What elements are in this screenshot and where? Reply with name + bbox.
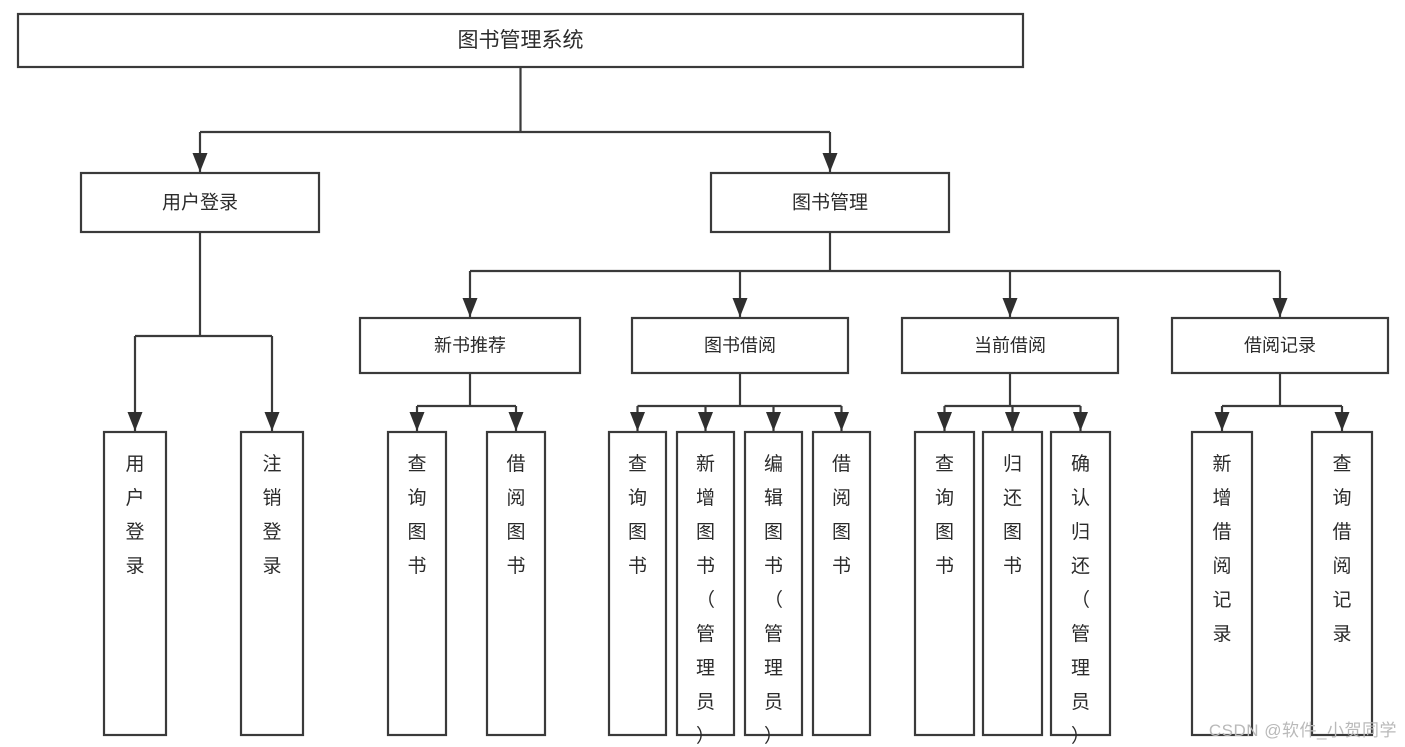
node-new-book-recommend[interactable]: 新书推荐 [358,316,582,375]
arrow-head-icon [822,153,838,172]
node-box-edit-book-admin [743,430,804,737]
node-label-add-borrow-record: 新增借阅记录 [1212,453,1231,645]
arrow-head-icon [462,298,478,317]
node-borrow-records[interactable]: 借阅记录 [1170,316,1390,375]
node-query-borrow-record[interactable]: 查询借阅记录 [1310,430,1374,737]
arrow-head-icon [698,412,713,431]
node-borrow-book-1[interactable]: 借阅图书 [485,430,547,737]
node-label-confirm-return-admin: 确认归还（管理员） [1071,453,1090,747]
node-query-book-1[interactable]: 查询图书 [386,430,448,737]
node-box-book-borrow [630,316,850,375]
node-box-return-book [981,430,1044,737]
node-current-borrow[interactable]: 当前借阅 [900,316,1120,375]
node-label-edit-book-admin: 编辑图书（管理员） [764,453,783,747]
arrow-head-icon [264,412,280,431]
node-label-book-manage: 图书管理 [792,192,868,214]
node-label-query-borrow-record: 查询借阅记录 [1332,453,1351,645]
node-box-user-logout [239,430,305,737]
node-user-login[interactable]: 用户登录 [79,171,321,234]
arrow-head-icon [766,412,781,431]
node-box-current-borrow [900,316,1120,375]
node-book-borrow[interactable]: 图书借阅 [630,316,850,375]
node-label-user-logout: 注销登录 [262,453,281,577]
node-box-book-manage [709,171,951,234]
node-box-add-borrow-record [1190,430,1254,737]
arrow-head-icon [1073,412,1088,431]
node-user-login-do[interactable]: 用户登录 [102,430,168,737]
node-box-query-book-1 [386,430,448,737]
arrow-head-icon [508,412,524,431]
node-add-book-admin[interactable]: 新增图书（管理员） [675,430,736,747]
arrow-head-icon [1334,412,1350,431]
arrow-head-icon [409,412,425,431]
node-label-query-book-1: 查询图书 [407,453,426,577]
node-label-borrow-records: 借阅记录 [1244,335,1316,355]
node-label-root: 图书管理系统 [458,29,584,52]
arrow-head-icon [937,412,952,431]
arrow-head-icon [630,412,645,431]
node-label-new-book-recommend: 新书推荐 [434,335,506,355]
node-label-borrow-book-2: 借阅图书 [832,453,851,577]
node-return-book[interactable]: 归还图书 [981,430,1044,737]
arrow-head-icon [192,153,208,172]
arrow-head-icon [127,412,143,431]
node-edit-book-admin[interactable]: 编辑图书（管理员） [743,430,804,747]
node-label-add-book-admin: 新增图书（管理员） [696,453,715,747]
node-query-book-2[interactable]: 查询图书 [607,430,668,737]
arrow-head-icon [1005,412,1020,431]
node-root[interactable]: 图书管理系统 [16,12,1025,69]
node-box-query-borrow-record [1310,430,1374,737]
node-box-query-book-3 [913,430,976,737]
arrow-head-icon [1002,298,1018,317]
node-add-borrow-record[interactable]: 新增借阅记录 [1190,430,1254,737]
node-label-query-book-2: 查询图书 [628,453,647,577]
node-label-user-login: 用户登录 [162,192,238,214]
node-box-root [16,12,1025,69]
arrow-head-icon [1272,298,1288,317]
node-box-user-login-do [102,430,168,737]
node-box-borrow-records [1170,316,1390,375]
node-box-borrow-book-2 [811,430,872,737]
node-confirm-return-admin[interactable]: 确认归还（管理员） [1049,430,1112,747]
arrow-head-icon [732,298,748,317]
node-label-current-borrow: 当前借阅 [974,335,1046,355]
arrow-head-icon [834,412,849,431]
node-user-logout[interactable]: 注销登录 [239,430,305,737]
node-box-query-book-2 [607,430,668,737]
node-box-confirm-return-admin [1049,430,1112,737]
node-label-user-login-do: 用户登录 [125,454,144,577]
node-label-query-book-3: 查询图书 [935,453,954,577]
node-borrow-book-2[interactable]: 借阅图书 [811,430,872,737]
node-label-borrow-book-1: 借阅图书 [506,453,525,577]
node-label-return-book: 归还图书 [1003,453,1022,577]
arrow-head-icon [1214,412,1230,431]
node-label-book-borrow: 图书借阅 [704,335,776,355]
node-book-manage[interactable]: 图书管理 [709,171,951,234]
node-query-book-3[interactable]: 查询图书 [913,430,976,737]
node-box-add-book-admin [675,430,736,737]
node-box-borrow-book-1 [485,430,547,737]
